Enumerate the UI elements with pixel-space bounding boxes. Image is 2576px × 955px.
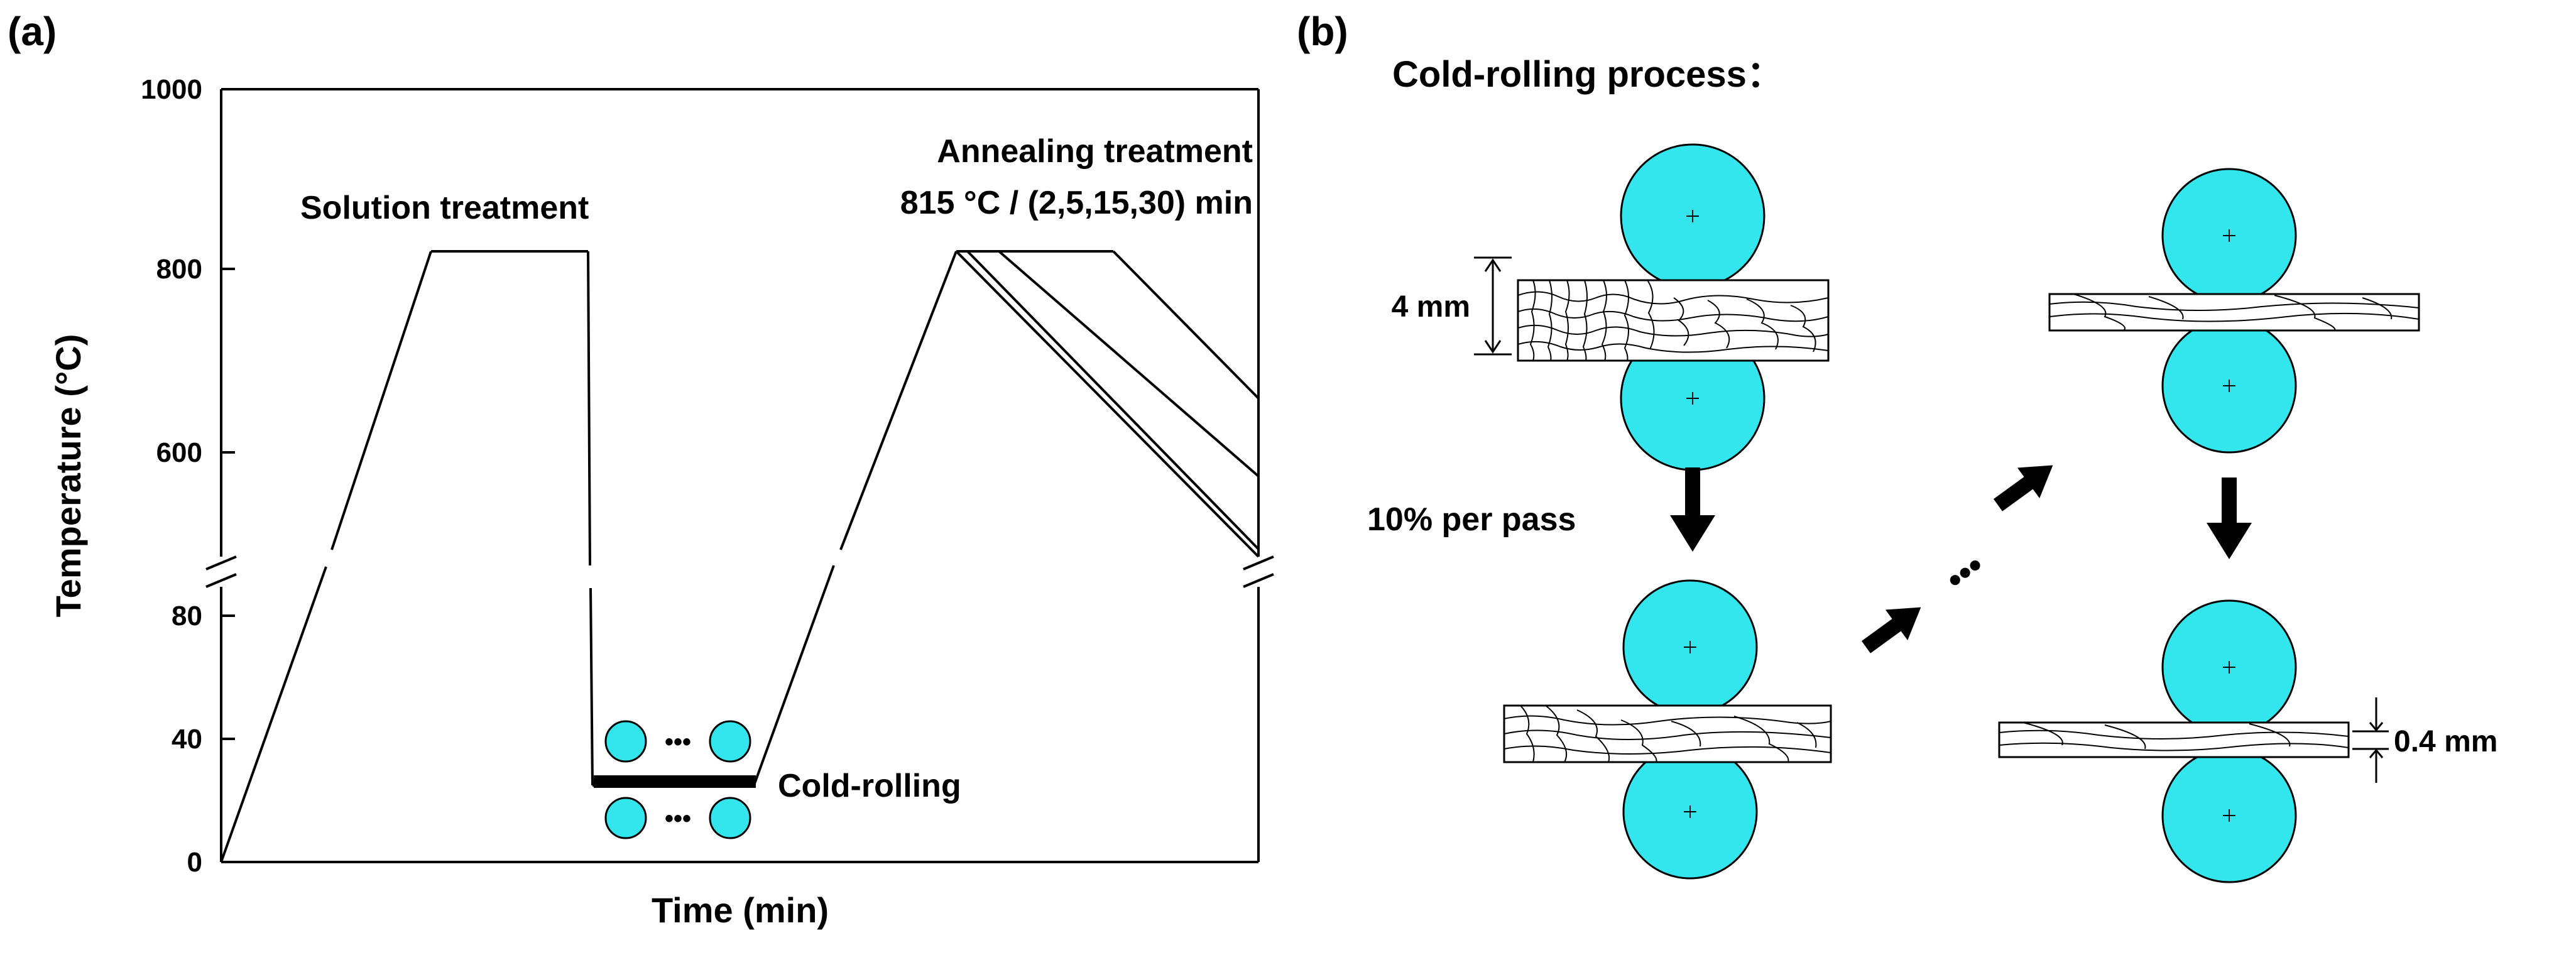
roller-center-marks bbox=[2223, 229, 2235, 392]
axes-frame bbox=[220, 88, 1260, 863]
roller-center-marks bbox=[1686, 210, 1699, 405]
y-tick-600: 600 bbox=[156, 437, 202, 468]
panel-b: (b) Cold-rolling process： bbox=[1297, 9, 2497, 883]
y-tick-labels: 1000 800 600 80 40 0 bbox=[141, 74, 202, 878]
mini-roller-ellipsis-bottom: ••• bbox=[665, 805, 691, 832]
thickness-dimension-0-4mm bbox=[2352, 697, 2389, 783]
grain-structure bbox=[1504, 706, 1831, 762]
x-axis-label: Time (min) bbox=[652, 890, 829, 930]
stage-final: 0.4 mm bbox=[1998, 599, 2497, 883]
grain-structure bbox=[1999, 723, 2349, 751]
cold-rolling-label: Cold-rolling bbox=[778, 768, 961, 804]
mini-roller-ellipsis-top: ••• bbox=[665, 728, 691, 756]
roller-center-marks bbox=[2223, 661, 2235, 822]
mini-roller bbox=[709, 720, 751, 763]
y-tick-80: 80 bbox=[172, 601, 202, 631]
sheet bbox=[1503, 704, 1832, 763]
y-tick-0: 0 bbox=[187, 847, 202, 878]
process-ellipsis: ••• bbox=[1938, 545, 1992, 599]
thickness-dimension-4mm bbox=[1474, 256, 1512, 356]
stage-after-pass bbox=[1503, 579, 1832, 880]
panel-a: (a) 1000 800 bbox=[8, 9, 1274, 930]
arrow-diagonal-1 bbox=[1861, 607, 1921, 653]
reduction-label: 10% per pass bbox=[1367, 501, 1576, 538]
sheet bbox=[2048, 293, 2420, 332]
y-tick-1000: 1000 bbox=[141, 74, 202, 105]
mini-rollers bbox=[604, 720, 751, 839]
panel-a-label: (a) bbox=[8, 9, 57, 54]
annealing-treatment-label: Annealing treatment bbox=[937, 133, 1253, 170]
stage-intermediate bbox=[2048, 168, 2420, 454]
y-tick-800: 800 bbox=[156, 254, 202, 285]
mini-roller bbox=[604, 720, 647, 763]
arrow-diagonal-2 bbox=[1993, 465, 2053, 511]
arrow-down-2 bbox=[2207, 478, 2252, 559]
grain-structure bbox=[1518, 280, 1828, 361]
process-title: Cold-rolling process： bbox=[1392, 54, 1783, 95]
panel-b-label: (b) bbox=[1297, 9, 1348, 54]
thickness-4mm-label: 4 mm bbox=[1392, 290, 1470, 324]
annealing-params-label: 815 °C / (2,5,15,30) min bbox=[900, 185, 1253, 221]
stage-initial: 4 mm bbox=[1392, 143, 1830, 471]
grain-structure bbox=[2049, 294, 2419, 330]
thickness-0-4mm-label: 0.4 mm bbox=[2394, 725, 2497, 758]
cold-rolling-bar bbox=[594, 775, 756, 788]
annealing-curves bbox=[955, 250, 1260, 558]
left-axis-break bbox=[205, 555, 237, 588]
y-tick-40: 40 bbox=[172, 724, 202, 755]
y-tick-marks bbox=[221, 88, 235, 863]
right-axis-break bbox=[1243, 555, 1274, 588]
solution-treatment-label: Solution treatment bbox=[300, 190, 589, 226]
arrow-down-1 bbox=[1670, 467, 1715, 552]
mini-roller bbox=[709, 797, 751, 839]
y-axis-label: Temperature (°C) bbox=[48, 334, 88, 618]
roller-center-marks bbox=[1684, 641, 1696, 818]
mini-roller bbox=[604, 797, 647, 839]
sheet bbox=[1998, 721, 2350, 758]
